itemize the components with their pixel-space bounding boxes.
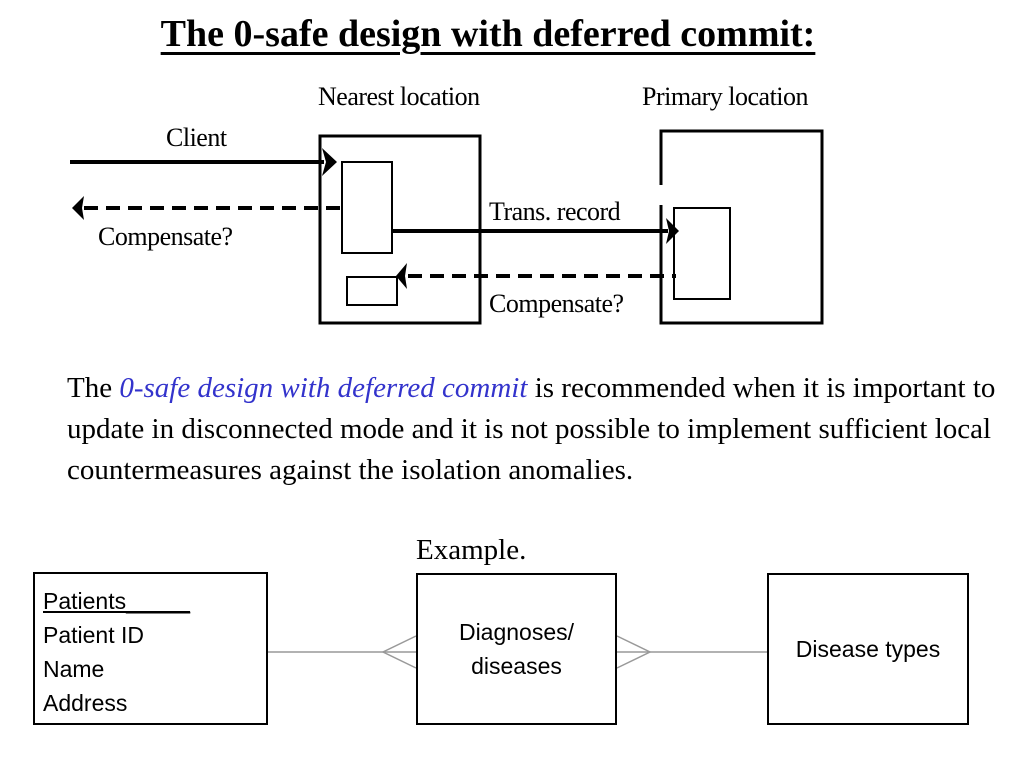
compensate-right-arrow-head (396, 263, 407, 289)
patients-field: Name (43, 656, 105, 682)
compensate-left-arrow-head (72, 196, 84, 220)
primary-location-label: Primary location (642, 82, 809, 111)
primary-location-box (659, 129, 824, 325)
diagnoses-entity: Diagnoses/ diseases (416, 573, 617, 725)
client-arrow-head (322, 148, 337, 176)
crow-foot-right (616, 635, 652, 669)
example-label: Example. (416, 534, 527, 566)
patients-field: Address (43, 690, 128, 716)
compensate-right-label: Compensate? (489, 289, 624, 318)
nearest-compensate-box (346, 276, 398, 306)
paragraph-highlight: 0-safe design with deferred commit (119, 372, 528, 404)
patients-field: Patient ID (43, 622, 144, 648)
trans-record-arrow-head (666, 218, 679, 244)
diagnoses-line-1: Diagnoses/ (458, 619, 575, 645)
primary-transaction-box (673, 207, 731, 300)
diagnoses-line-2: diseases (471, 653, 562, 679)
description-paragraph: The 0-safe design with deferred commit i… (67, 368, 997, 491)
disease-types-label: Disease types (795, 636, 941, 662)
crow-foot-left (381, 635, 417, 669)
compensate-left-label: Compensate? (98, 222, 233, 251)
client-label: Client (166, 123, 227, 152)
page-title: The 0-safe design with deferred commit: (160, 13, 816, 55)
trans-record-label: Trans. record (489, 197, 621, 226)
disease-types-entity: Disease types (767, 573, 969, 725)
paragraph-suffix: is recommended when it is important to u… (67, 372, 996, 486)
nearest-location-label: Nearest location (318, 82, 480, 111)
patients-header: Patients_____ (43, 588, 191, 614)
patients-entity: Patients_____ Patient ID Name Address (33, 572, 268, 725)
nearest-transaction-box (341, 161, 393, 254)
paragraph-prefix: The (67, 372, 120, 404)
